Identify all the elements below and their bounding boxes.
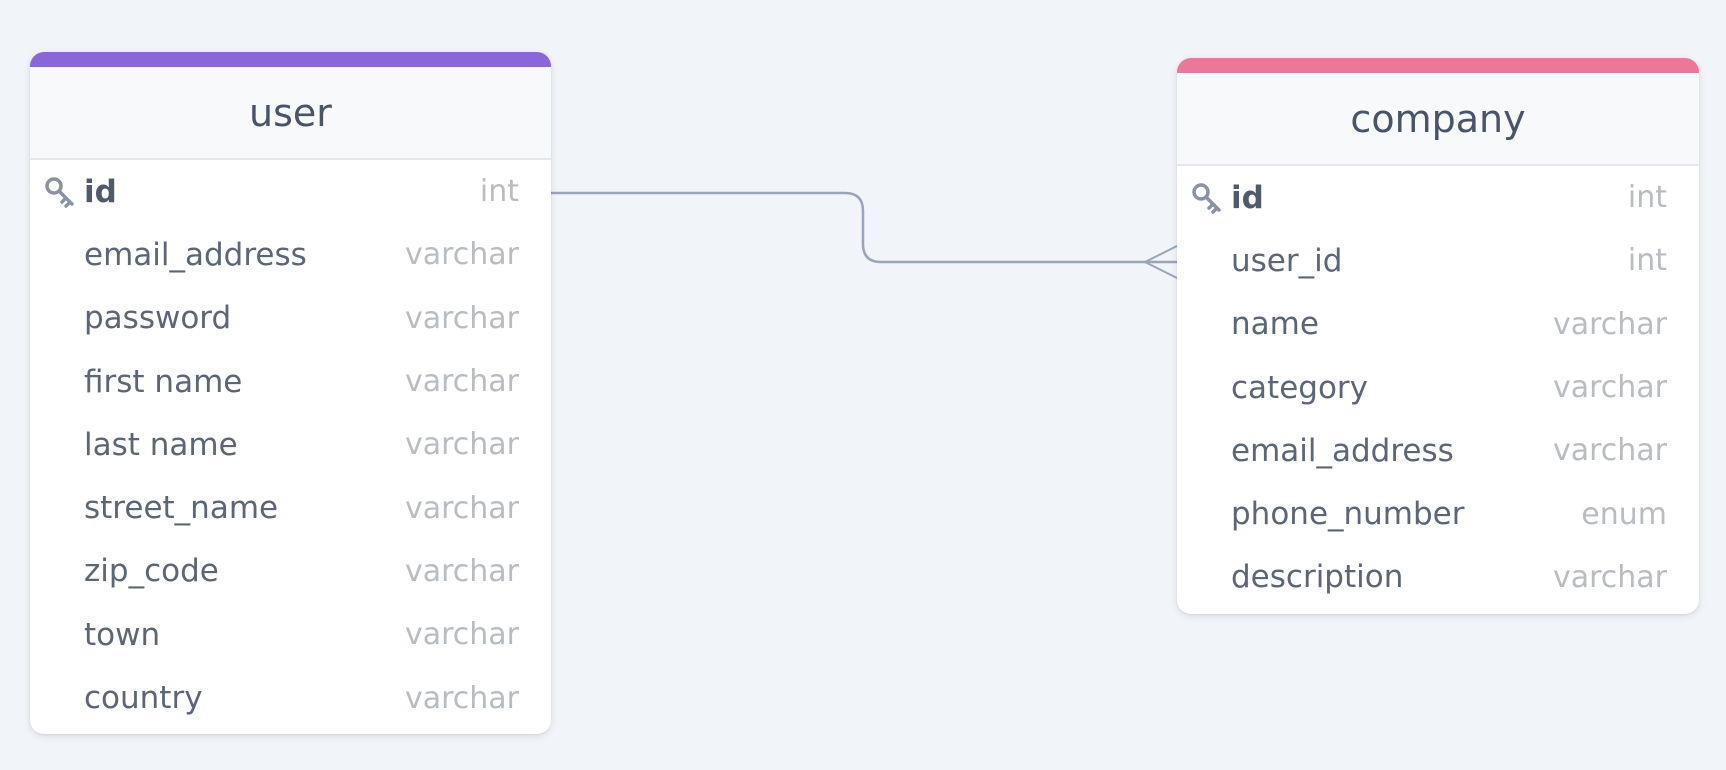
column-type: varchar: [404, 553, 519, 589]
column-name: town: [84, 616, 161, 653]
column-name: name: [1231, 306, 1319, 343]
column-type: varchar: [404, 300, 519, 336]
column-name: last name: [84, 426, 238, 463]
column-name: country: [84, 680, 203, 717]
column-type: varchar: [1552, 370, 1667, 406]
column-name: id: [1231, 179, 1264, 216]
column-name: id: [84, 173, 117, 210]
key-icon: [1192, 182, 1221, 214]
column-type: varchar: [1552, 559, 1667, 595]
column-row[interactable]: name varchar: [1177, 293, 1699, 356]
column-type: varchar: [404, 490, 519, 526]
table-accent-bar: [1177, 58, 1699, 73]
key-icon: [45, 176, 74, 208]
column-row[interactable]: phone_number enum: [1177, 482, 1699, 545]
column-row[interactable]: id int: [30, 160, 551, 223]
column-type: int: [479, 174, 519, 210]
column-list: id int user_id int name varchar category varcha…: [1177, 166, 1699, 609]
table-title[interactable]: user: [30, 67, 551, 160]
column-row[interactable]: id int: [1177, 166, 1699, 229]
column-type: varchar: [1552, 306, 1667, 342]
table-accent-bar: [30, 52, 551, 67]
column-name: zip_code: [84, 553, 219, 590]
column-name: category: [1231, 369, 1369, 406]
table-title[interactable]: company: [1177, 73, 1699, 166]
column-type: int: [1627, 243, 1667, 279]
column-row[interactable]: zip_code varchar: [30, 540, 551, 603]
column-type: varchar: [404, 237, 519, 273]
column-type: varchar: [404, 364, 519, 400]
column-type: int: [1627, 180, 1667, 216]
column-row[interactable]: email_address varchar: [1177, 419, 1699, 482]
column-type: varchar: [404, 617, 519, 653]
column-name: email_address: [1231, 432, 1454, 469]
column-row[interactable]: category varchar: [1177, 356, 1699, 419]
column-name: street_name: [84, 490, 279, 527]
column-row[interactable]: password varchar: [30, 287, 551, 350]
column-name: first name: [84, 363, 243, 400]
column-type: enum: [1581, 496, 1667, 532]
column-type: varchar: [404, 427, 519, 463]
crow-foot-many-icon: [1142, 245, 1178, 279]
column-row[interactable]: description varchar: [1177, 546, 1699, 609]
column-row[interactable]: user_id int: [1177, 229, 1699, 292]
column-row[interactable]: email_address varchar: [30, 223, 551, 286]
column-row[interactable]: street_name varchar: [30, 476, 551, 539]
column-type: varchar: [404, 680, 519, 716]
column-row[interactable]: town varchar: [30, 603, 551, 666]
column-row[interactable]: country varchar: [30, 666, 551, 729]
column-type: varchar: [1552, 433, 1667, 469]
column-row[interactable]: first name varchar: [30, 350, 551, 413]
column-name: phone_number: [1231, 496, 1465, 533]
column-name: password: [84, 300, 232, 337]
relation-line-user-company[interactable]: [551, 191, 1177, 264]
column-row[interactable]: last name varchar: [30, 413, 551, 476]
column-name: user_id: [1231, 242, 1343, 279]
column-name: description: [1231, 559, 1404, 596]
column-name: email_address: [84, 236, 307, 273]
